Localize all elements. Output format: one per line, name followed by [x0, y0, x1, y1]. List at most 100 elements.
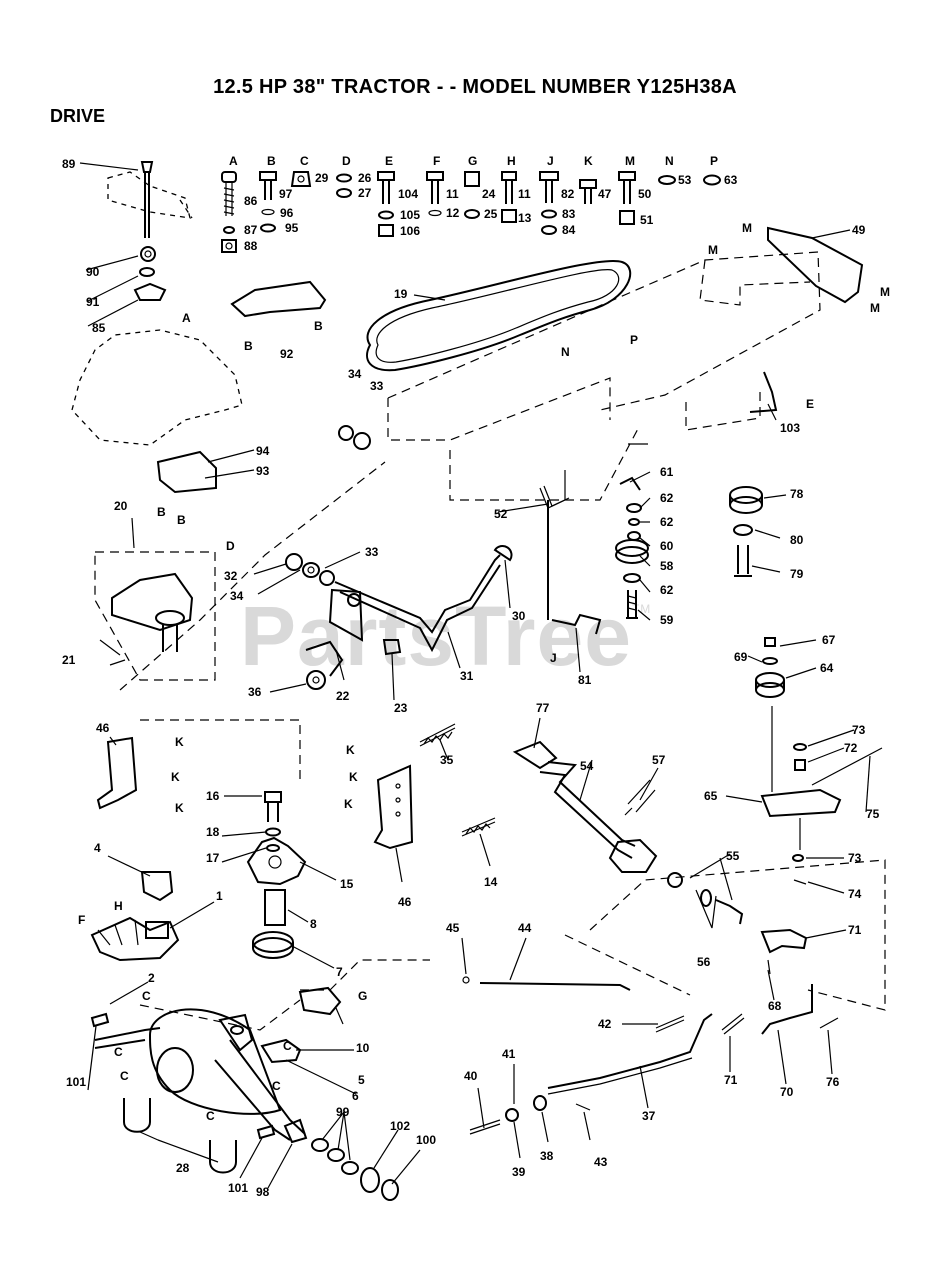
callout-106: 106 — [400, 224, 420, 238]
ref-e-103: E — [806, 397, 814, 411]
pivot-bracket-assembly — [107, 161, 193, 301]
ref-a-85: A — [182, 311, 191, 325]
callout-90: 90 — [86, 265, 100, 279]
callout-59: 59 — [660, 613, 674, 627]
callout-84: 84 — [562, 223, 576, 237]
callout-70: 70 — [780, 1085, 794, 1099]
callout-4: 4 — [94, 841, 101, 855]
brake-bracket-assembly — [94, 551, 216, 681]
callout-85: 85 — [92, 321, 106, 335]
idler-pulley-stack — [615, 476, 649, 619]
callout-43: 43 — [594, 1155, 608, 1169]
callout-39: 39 — [512, 1165, 526, 1179]
callout-27: 27 — [358, 186, 372, 200]
callout-25: 25 — [484, 207, 498, 221]
hw-col-d: D — [342, 154, 351, 168]
callout-95: 95 — [285, 221, 299, 235]
callout-79: 79 — [790, 567, 804, 581]
ref-m-1: M — [708, 243, 718, 257]
callout-28: 28 — [176, 1161, 190, 1175]
callout-37: 37 — [642, 1109, 656, 1123]
callout-62-a: 62 — [660, 491, 674, 505]
hw-col-j: J — [547, 154, 554, 168]
callout-76: 76 — [826, 1075, 840, 1089]
callout-38: 38 — [540, 1149, 554, 1163]
ref-c-4: C — [206, 1109, 215, 1123]
callout-78: 78 — [790, 487, 804, 501]
bracket-46-left — [96, 736, 138, 810]
connector-letters: A B B B B D E F G H J K K K K K K C C C … — [78, 221, 890, 1123]
callout-15: 15 — [340, 877, 354, 891]
callout-101-b: 101 — [228, 1181, 248, 1195]
ref-j-81: J — [550, 651, 557, 665]
callout-82: 82 — [561, 187, 575, 201]
ref-k-46e: K — [349, 770, 358, 784]
rod-70 — [761, 984, 813, 1035]
callout-64: 64 — [820, 661, 834, 675]
bracket-49 — [767, 226, 864, 304]
callout-1: 1 — [216, 889, 223, 903]
callout-22: 22 — [336, 689, 350, 703]
callout-61: 61 — [660, 465, 674, 479]
ref-p: P — [630, 333, 638, 347]
spring-76 — [819, 1017, 839, 1029]
callout-91: 91 — [86, 295, 100, 309]
callout-45: 45 — [446, 921, 460, 935]
hw-col-a: A — [229, 154, 238, 168]
ref-c-5: C — [272, 1079, 281, 1093]
ref-k-46a: K — [175, 735, 184, 749]
ref-k-46f: K — [344, 797, 353, 811]
callout-14: 14 — [484, 875, 498, 889]
callout-99: 99 — [336, 1105, 350, 1119]
ref-c-2: C — [142, 989, 151, 1003]
callout-68: 68 — [768, 999, 782, 1013]
callout-24: 24 — [482, 187, 496, 201]
ref-b-93b: B — [177, 513, 186, 527]
callout-44: 44 — [518, 921, 532, 935]
rod-44 — [479, 982, 631, 991]
callout-77: 77 — [536, 701, 550, 715]
callout-34-top: 34 — [348, 367, 362, 381]
hw-col-m: M — [625, 154, 635, 168]
callout-16: 16 — [206, 789, 220, 803]
rod-103 — [749, 371, 778, 413]
callout-40: 40 — [464, 1069, 478, 1083]
ref-b-93a: B — [157, 505, 166, 519]
callout-96: 96 — [280, 206, 294, 220]
callout-80: 80 — [790, 533, 804, 547]
ref-m-2: M — [742, 221, 752, 235]
callout-35: 35 — [440, 753, 454, 767]
u-bolt-right — [209, 1140, 237, 1174]
spring-71 — [721, 1013, 745, 1035]
callout-5: 5 — [358, 1073, 365, 1087]
callout-49: 49 — [852, 223, 866, 237]
callout-104: 104 — [398, 187, 418, 201]
hardware-column-headers: A B C D E F G H J K M N P — [229, 154, 718, 168]
hw-col-g: G — [468, 154, 477, 168]
ref-m-3: M — [880, 285, 890, 299]
ref-n: N — [561, 345, 570, 359]
bracket-93 — [156, 450, 217, 494]
clip-43 — [575, 1103, 591, 1111]
callout-53: 53 — [678, 173, 692, 187]
callout-41: 41 — [502, 1047, 516, 1061]
callout-2: 2 — [148, 971, 155, 985]
lever-5 — [260, 1038, 302, 1064]
callout-56-a: 56 — [697, 955, 711, 969]
callout-12: 12 — [446, 206, 460, 220]
ref-f: F — [78, 913, 85, 927]
ref-h: H — [114, 899, 123, 913]
bracket-10 — [298, 986, 342, 1016]
callout-67: 67 — [822, 633, 836, 647]
u-bolt-left — [123, 1098, 151, 1133]
transaxle-assembly — [90, 916, 306, 1141]
hardware-parts — [221, 171, 721, 253]
callout-98: 98 — [256, 1185, 270, 1199]
callout-46-a: 46 — [96, 721, 110, 735]
hw-col-k: K — [584, 154, 593, 168]
callout-100: 100 — [416, 1133, 436, 1147]
hw-col-f: F — [433, 154, 440, 168]
callout-51: 51 — [640, 213, 654, 227]
callout-36: 36 — [248, 685, 262, 699]
